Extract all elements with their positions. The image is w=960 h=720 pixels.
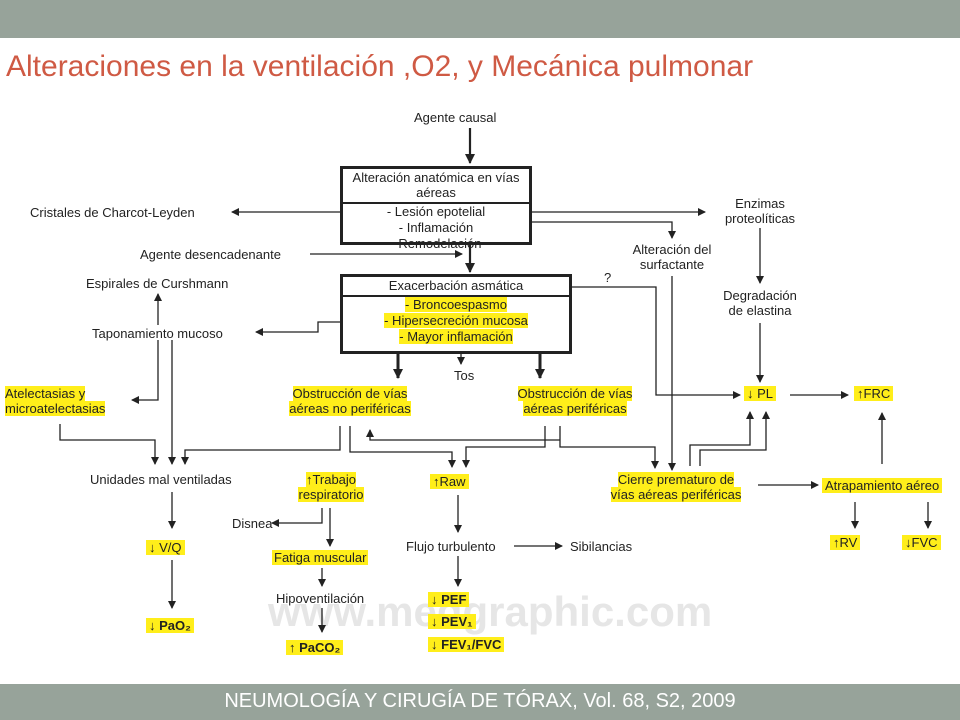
node-rv: ↑RV <box>830 535 861 550</box>
node-pef: ↓ PEF <box>428 592 470 607</box>
arrow-obsp-raw <box>462 426 546 468</box>
arrow-cierre-pl2 <box>699 411 770 466</box>
node-sibilancias: Sibilancias <box>570 539 633 554</box>
arrow-tapon-atelect <box>131 340 159 404</box>
arrow-obsnp-unidades <box>181 426 341 465</box>
footer-citation: NEUMOLOGÍA Y CIRUGÍA DE TÓRAX, Vol. 68, … <box>224 690 736 712</box>
node-hipoventilacion: Hipoventilación <box>276 591 365 606</box>
node-espirales: Espirales de Curshmann <box>86 276 229 291</box>
watermark: www.medgraphic.com <box>268 588 713 635</box>
node-degradacion: Degradación de elastina <box>723 288 797 318</box>
box1-line-2: - Inflamación <box>398 220 474 235</box>
node-taponamiento: Taponamiento mucoso <box>92 326 223 341</box>
arrow-up-icon: ↑ <box>857 386 864 401</box>
arrow-trabajo-disnea <box>271 508 323 527</box>
node-fatiga: Fatiga muscular <box>272 550 369 565</box>
box2-line-2: - Hipersecreción mucosa <box>384 313 528 328</box>
arrow-down-icon: ↓ <box>149 540 156 555</box>
node-paco2: ↑ PaCO₂ <box>286 640 344 655</box>
node-flujo: Flujo turbulento <box>406 539 496 554</box>
node-unidades: Unidades mal ventiladas <box>90 472 232 487</box>
node-obs-no-perif: Obstrucción de vías aéreas no periférica… <box>289 386 411 416</box>
arrow-cierre-pl <box>689 411 754 466</box>
box2-line-3: - Mayor inflamación <box>399 329 513 344</box>
node-agente-causal: Agente causal <box>414 110 497 125</box>
arrow-down-icon: ↓ <box>747 386 754 401</box>
node-cristales: Cristales de Charcot-Leyden <box>30 205 195 220</box>
box1-line-1: - Lesión epotelial <box>386 204 486 219</box>
node-agente-desencadenante: Agente desencadenante <box>140 247 281 262</box>
node-frc: ↑FRC <box>854 386 894 401</box>
node-pao2: ↓ PaO₂ <box>146 618 194 633</box>
node-atelectasias: Atelectasias y microatelectasias <box>5 386 106 416</box>
arrow-return-obsnp <box>366 429 560 441</box>
node-tos: Tos <box>454 368 475 383</box>
node-fev1fvc: ↓ FEV₁/FVC <box>428 637 505 652</box>
slide-title: Alteraciones en la ventilación ,O2, y Me… <box>6 50 754 83</box>
node-enzimas: Enzimas proteolíticas <box>724 196 796 226</box>
node-pev1: ↓ PEV₁ <box>428 614 476 629</box>
arrow-up-icon: ↑ <box>433 474 440 489</box>
box1-line-3: - Remodelación <box>390 236 482 251</box>
node-pl: ↓ PL <box>744 386 777 401</box>
top-bar <box>0 0 960 38</box>
node-raw: ↑Raw <box>430 474 469 489</box>
node-obs-perif: Obstrucción de vías aéreas periféricas <box>517 386 633 416</box>
footer-bar <box>0 684 960 720</box>
arrow-obsnp-raw <box>349 426 456 468</box>
box2-line-1: - Broncoespasmo <box>405 297 507 312</box>
node-trabajo: ↑Trabajo respiratorio <box>298 472 364 502</box>
box2-header: Exacerbación asmática <box>343 277 569 297</box>
arrow-obsp-cierre <box>559 426 659 469</box>
node-vq: ↓ V/Q <box>146 540 185 555</box>
arrow-box1-surf <box>528 221 676 239</box>
box1-header: Alteración anatómica en vías aéreas <box>343 169 529 204</box>
node-alteracion-surfactante: Alteración del surfactante <box>632 242 712 272</box>
arrow-atelect-unidades <box>59 424 159 465</box>
box-exacerbacion-asmatica: Exacerbación asmática - Broncoespasmo - … <box>340 274 572 354</box>
box-alteracion-anatomica: Alteración anatómica en vías aéreas - Le… <box>340 166 532 251</box>
arrow-down-icon: ↓ <box>905 535 912 550</box>
node-disnea: Disnea <box>232 516 273 531</box>
node-atrapamiento: Atrapamiento aéreo <box>822 478 943 493</box>
arrow-up-icon: ↑ <box>305 472 313 487</box>
node-fvc: ↓FVC <box>902 535 941 550</box>
arrow-up-icon: ↑ <box>833 535 840 550</box>
arrow-box2-pl <box>568 286 741 399</box>
node-cierre: Cierre prematuro de vías aéreas periféri… <box>610 472 742 502</box>
node-question: ? <box>604 270 612 285</box>
